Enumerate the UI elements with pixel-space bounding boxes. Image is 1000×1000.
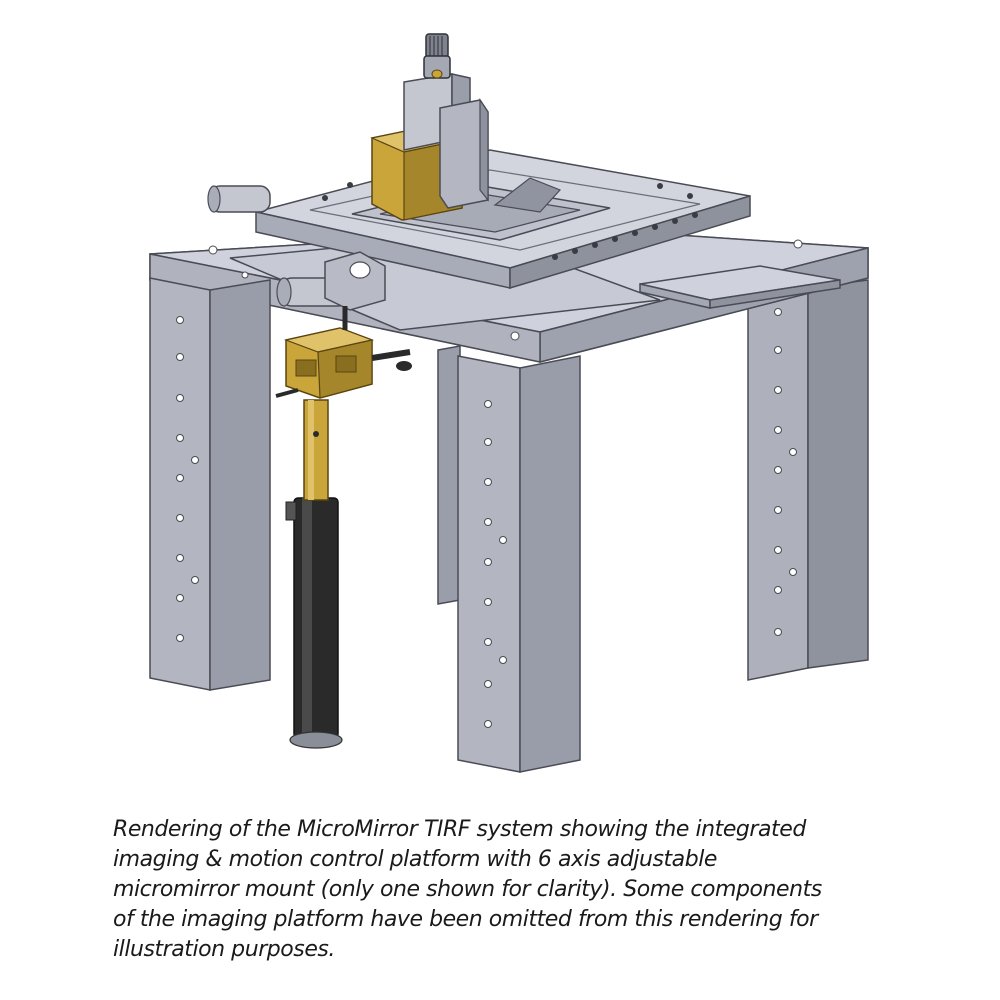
leg-back-right-holes [774, 308, 797, 636]
figure-caption: Rendering of the MicroMirror TIRF system… [113, 815, 893, 965]
left-micrometer [207, 185, 271, 213]
leg-back-right [747, 279, 869, 681]
caption-line: of the imaging platform have been omitte… [113, 907, 818, 932]
vertical-slide-tower [403, 73, 489, 209]
leg-front-left [149, 277, 271, 691]
leg-front-center [457, 355, 581, 773]
caption-line: imaging & motion control platform with 6… [113, 847, 717, 872]
tirf-system-rendering [149, 33, 869, 773]
side-plate-right [639, 265, 841, 309]
caption-line: micromirror mount (only one shown for cl… [113, 877, 822, 902]
micromirror-mount [275, 306, 412, 749]
leg-back-left [437, 345, 461, 605]
focus-knob [423, 33, 451, 79]
caption-line: Rendering of the MicroMirror TIRF system… [113, 817, 806, 842]
caption-line: illustration purposes. [113, 937, 335, 962]
front-micrometer [276, 251, 386, 311]
